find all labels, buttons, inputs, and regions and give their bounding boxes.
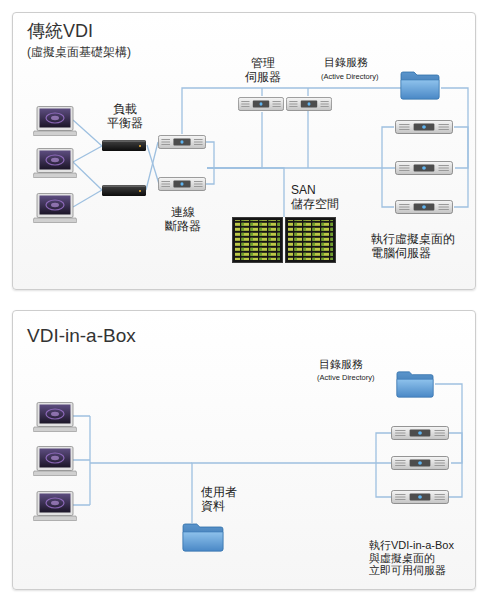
node-label: 連線 斷路器 <box>163 206 203 234</box>
desktop-server-group: 執行虛擬桌面的 電腦伺服器 <box>395 119 455 217</box>
node-sublabel: (Active Directory) <box>321 73 379 82</box>
node-label: 執行虛擬桌面的 電腦伺服器 <box>371 233 463 261</box>
directory-folder: 目錄服務(Active Directory) <box>401 71 441 101</box>
panel-title: VDI-in-a-Box <box>27 325 136 347</box>
appliance-server-group: 執行VDI-in-a-Box 與虛擬桌面的 立即可用伺服器 <box>391 425 451 507</box>
network-wire <box>307 111 308 168</box>
panel-subtitle: (虛擬桌面基礎架構) <box>27 46 131 60</box>
diagram-panel: VDI-in-a-Box目錄服務(Active Directory)使用者 資料… <box>12 310 476 590</box>
load-balancer: 負載 平衡器 <box>103 141 147 197</box>
management-server: 管理 伺服器 <box>239 97 334 112</box>
panel-title: 傳統VDI <box>27 21 93 42</box>
node-label: SAN 儲存空間 <box>291 184 343 212</box>
connection-broker: 連線 斷路器 <box>159 134 207 194</box>
node-label: 目錄服務 <box>319 358 363 371</box>
node-sublabel: (Active Directory) <box>317 374 375 383</box>
node-label: 目錄服務 <box>324 56 368 69</box>
node-label: 管理 伺服器 <box>243 57 283 85</box>
network-wire <box>307 88 308 96</box>
diagram-panel: 傳統VDI(虛擬桌面基礎架構)管理 伺服器目錄服務(Active Directo… <box>12 12 476 290</box>
node-label: 負載 平衡器 <box>105 103 145 131</box>
user-data-folder: 使用者 資料 <box>183 523 225 553</box>
node-label: 執行VDI-in-a-Box 與虛擬桌面的 立即可用伺服器 <box>369 539 473 577</box>
network-connector <box>207 167 395 168</box>
san-storage: SAN 儲存空間 <box>233 217 338 264</box>
network-wire <box>261 88 262 96</box>
directory-folder: 目錄服務(Active Directory) <box>397 371 435 399</box>
node-label: 使用者 資料 <box>201 486 241 514</box>
